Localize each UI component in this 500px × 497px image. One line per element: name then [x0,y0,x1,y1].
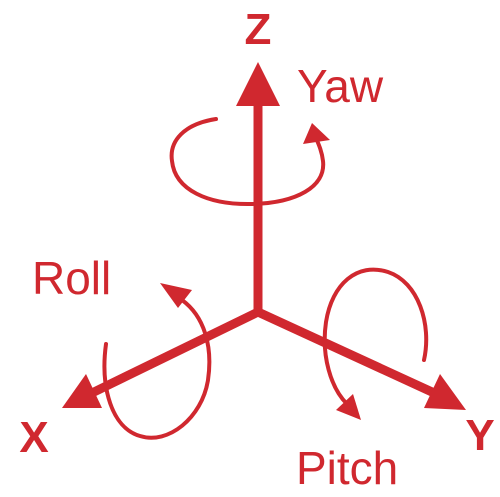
pitch-arrowhead [336,394,361,420]
x-axis-arrowhead [62,374,102,408]
yaw-arc [169,117,326,207]
y-axis-label: Y [465,411,494,460]
x-axis-label: X [19,413,48,462]
roll-rotation-arrow [102,283,212,440]
x-axis [62,307,260,408]
roll-arc [102,298,212,440]
z-axis [236,62,280,312]
yaw-rotation-arrow [169,117,330,207]
z-axis-label: Z [245,5,272,54]
pitch-label: Pitch [296,442,398,494]
pitch-arc [322,267,429,406]
x-axis-shaft [92,307,260,397]
y-axis [256,307,466,410]
y-axis-shaft [256,307,434,397]
pitch-rotation-arrow [322,267,429,420]
yaw-arrowhead [303,123,330,144]
y-axis-arrowhead [424,374,466,410]
roll-label: Roll [32,252,111,304]
z-axis-arrowhead [236,62,280,106]
yaw-label: Yaw [297,60,384,112]
roll-arrowhead [160,283,192,308]
